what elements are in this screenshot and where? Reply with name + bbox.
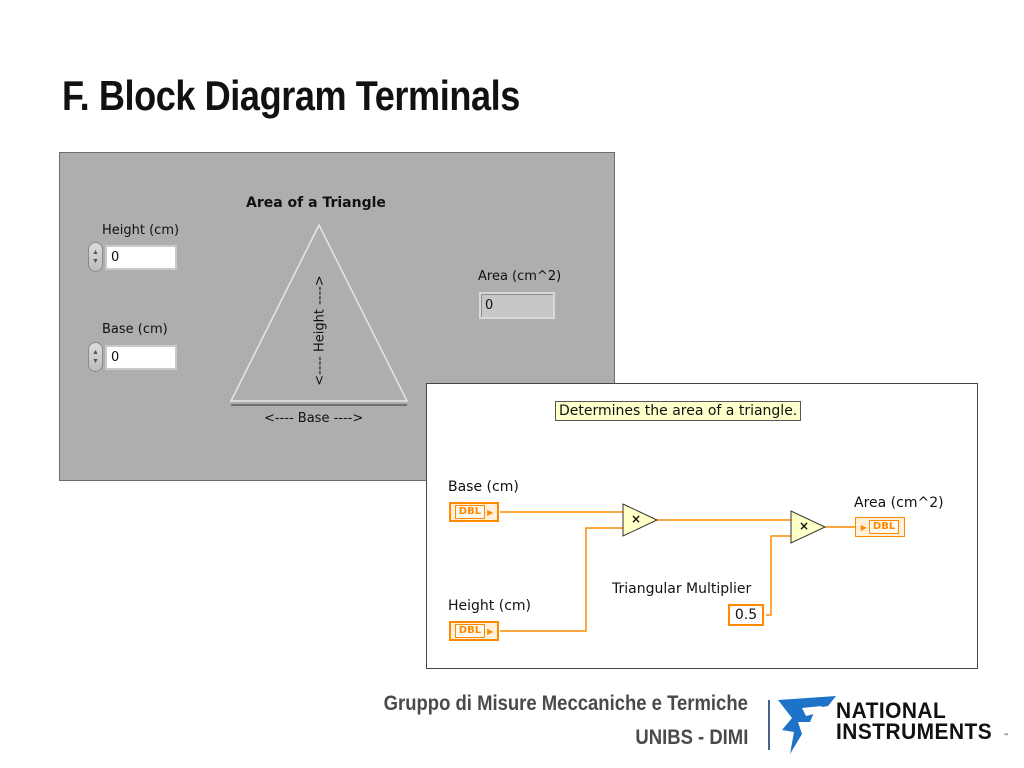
height-increment-decrement[interactable]: ▲ ▼ <box>88 242 103 272</box>
multiply-1-symbol: × <box>631 512 642 526</box>
area-terminal[interactable]: ▶ DBL <box>855 517 905 537</box>
height-terminal[interactable]: DBL ▶ <box>449 621 499 641</box>
height-terminal-type: DBL <box>454 624 486 638</box>
input-arrow-icon: ▶ <box>860 522 867 532</box>
base-increment-decrement[interactable]: ▲ ▼ <box>88 342 103 372</box>
triangle-height-label: <---- Height ----> <box>312 275 328 386</box>
ni-eagle-icon <box>778 696 836 754</box>
area-indicator-label: Area (cm^2) <box>478 269 562 284</box>
spinner-down-icon: ▼ <box>92 358 99 365</box>
front-panel: Area of a Triangle Height (cm) ▲ ▼ 0 Bas… <box>59 152 615 481</box>
comment-label: Determines the area of a triangle. <box>555 401 802 421</box>
area-indicator: 0 <box>479 292 555 319</box>
multiply-node-1 <box>622 503 659 537</box>
triangle-drawing <box>229 223 409 406</box>
area-terminal-type: DBL <box>868 520 900 534</box>
height-control: ▲ ▼ 0 <box>88 242 177 272</box>
base-control: ▲ ▼ 0 <box>88 342 177 372</box>
footer-department: UNIBS - DIMI <box>635 726 748 749</box>
base-terminal[interactable]: DBL ▶ <box>449 502 499 522</box>
constant-label: Triangular Multiplier <box>612 581 752 597</box>
base-input[interactable]: 0 <box>105 344 177 370</box>
ni-logo-line2: INSTRUMENTS <box>836 719 993 744</box>
height-terminal-label: Height (cm) <box>448 598 531 614</box>
footer-divider <box>768 700 770 750</box>
output-arrow-icon: ▶ <box>487 626 494 636</box>
height-input[interactable]: 0 <box>105 244 177 270</box>
slide-title: F. Block Diagram Terminals <box>62 72 520 119</box>
block-diagram: × × Determines the area of a triangle. B… <box>426 383 978 669</box>
spinner-up-icon: ▲ <box>92 249 99 256</box>
base-control-label: Base (cm) <box>102 322 168 337</box>
wires <box>500 503 855 632</box>
multiply-node-2 <box>790 510 827 544</box>
front-panel-title: Area of a Triangle <box>246 195 386 211</box>
base-terminal-label: Base (cm) <box>448 479 519 495</box>
base-terminal-type: DBL <box>454 505 486 519</box>
ni-trademark: ™ <box>1003 733 1009 740</box>
output-arrow-icon: ▶ <box>487 507 494 517</box>
footer-group-name: Gruppo di Misure Meccaniche e Termiche <box>383 692 748 715</box>
multiplier-constant[interactable]: 0.5 <box>728 604 764 626</box>
height-control-label: Height (cm) <box>102 223 180 238</box>
spinner-down-icon: ▼ <box>92 258 99 265</box>
spinner-up-icon: ▲ <box>92 349 99 356</box>
multiply-2-symbol: × <box>799 519 810 533</box>
area-terminal-label: Area (cm^2) <box>854 495 944 511</box>
triangle-base-label: <---- Base ----> <box>264 411 364 426</box>
ni-logo-line1: NATIONAL <box>836 698 947 723</box>
